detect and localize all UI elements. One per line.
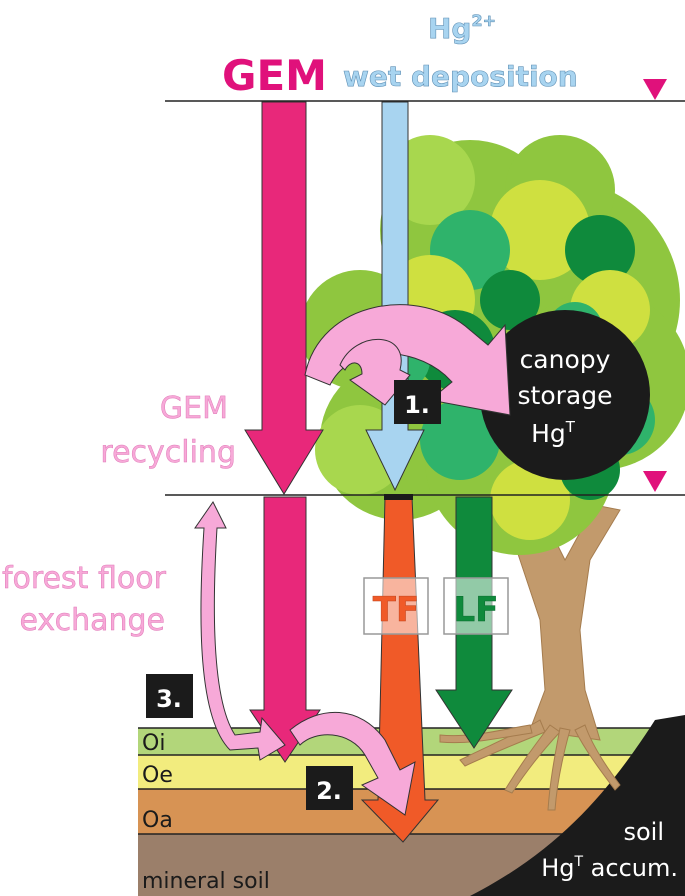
water-table-marker-top: [643, 79, 667, 100]
hg-wet-deposition-arrow: [365, 101, 425, 492]
forest-floor-exchange-line2: exchange: [19, 603, 165, 638]
soil-label-oa: Oa: [142, 808, 173, 833]
forest-floor-exchange-line1: forest floor: [2, 561, 167, 596]
soil-accum-line1: soil: [623, 818, 664, 846]
svg-text:1.: 1.: [404, 391, 430, 419]
gem-arrow-upper: [244, 101, 324, 495]
canopy-storage-line2: storage: [518, 381, 613, 410]
soil-accum-line2: HgT accum.: [541, 854, 678, 882]
tf-label-box: TF: [363, 577, 429, 635]
gem-recycling-inner-arrow: [339, 338, 411, 406]
canopy-storage-line3: HgT: [531, 418, 576, 448]
svg-text:LF: LF: [454, 590, 499, 630]
forest-floor-exchange-arrow: [194, 501, 286, 761]
canopy-storage-line1: canopy: [520, 345, 611, 374]
badge-2: 2.: [306, 766, 353, 810]
svg-text:3.: 3.: [156, 685, 182, 713]
tree-trunk: [439, 499, 621, 811]
water-table-marker-bottom: [643, 471, 667, 492]
soil-label-oi: Oi: [142, 731, 165, 756]
forest-floor-pink-arrow: [289, 711, 416, 816]
badge-3: 3.: [146, 674, 193, 718]
soil-label-oe: Oe: [142, 763, 173, 788]
hg2-label: Hg2+: [428, 11, 496, 45]
gem-recycling-label-line1: GEM: [160, 391, 228, 426]
wet-deposition-label: wet deposition: [343, 60, 578, 93]
gem-recycling-label-line2: recycling: [100, 435, 236, 470]
soil-label-mineral: mineral soil: [142, 869, 270, 894]
svg-text:TF: TF: [373, 590, 419, 630]
soil-accumulation-wedge: [470, 715, 685, 896]
canopy-storage-circle: [480, 310, 650, 480]
badge-1: 1.: [394, 380, 441, 424]
svg-text:2.: 2.: [316, 777, 342, 805]
lf-label-box: LF: [443, 577, 509, 635]
gem-title: GEM: [222, 51, 327, 100]
